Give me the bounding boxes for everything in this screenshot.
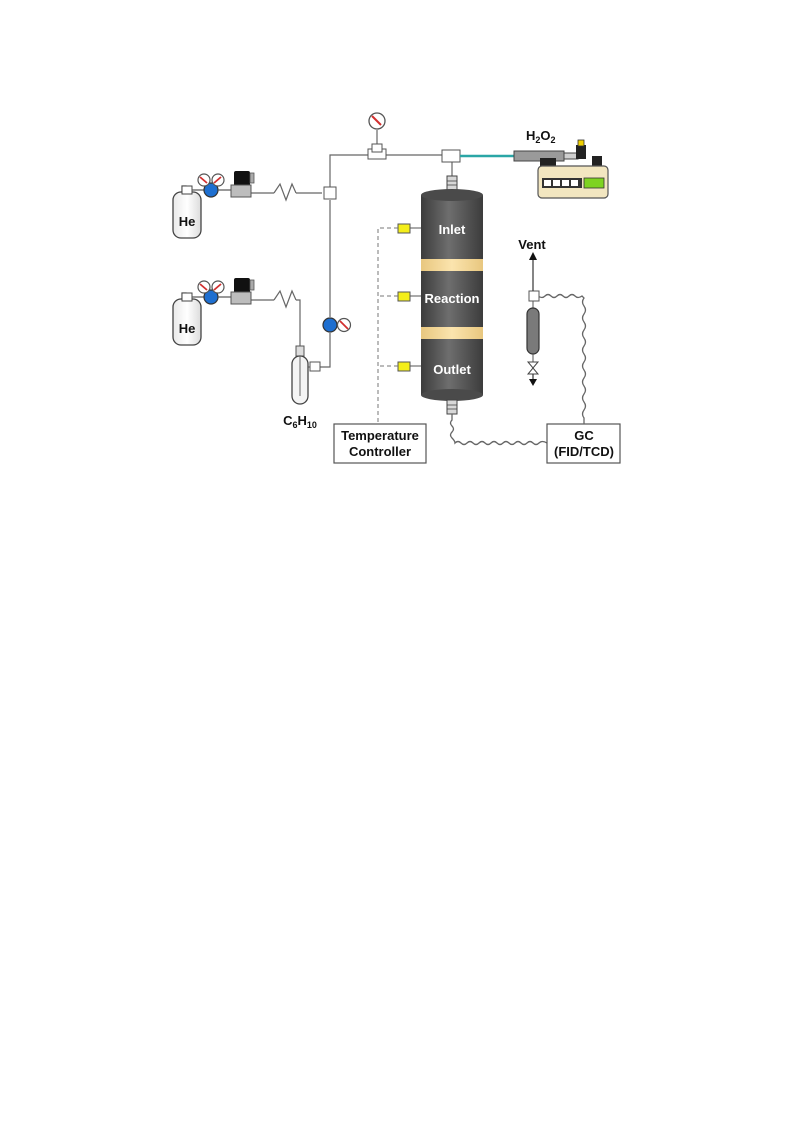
piping [250,130,453,368]
vent-label: Vent [518,237,546,252]
reactor-reaction-label: Reaction [425,291,480,306]
temperature-controller: Temperature Controller [333,423,427,464]
helium-label-1: He [179,214,196,229]
gc-vent-line [537,293,587,424]
cyclohexene-label: C6H10 [283,413,317,430]
pressure-gauge-top [368,112,386,130]
he2-line [250,299,301,347]
h2o2-label: H2O2 [526,128,556,145]
cyclohexene-saturator [291,345,321,405]
thermocouple-inlet [397,223,421,234]
gc-label-line2: (FID/TCD) [554,444,614,459]
gc-analyzer: GC (FID/TCD) [546,423,621,464]
tee-fitting-1 [323,186,337,200]
reactor-outlet-label: Outlet [433,362,471,377]
check-valve-2 [273,289,297,309]
thermocouple-outlet [397,361,421,372]
pressure-gauge-main [322,317,352,333]
mass-flow-controller-2 [218,278,255,305]
helium-cylinder-1: He [172,185,202,239]
vent-trap [526,252,540,386]
main-header-line [329,154,442,190]
mass-flow-controller-1 [218,171,255,198]
tee-fitting-h2o2 [441,149,461,163]
thermocouple-wiring [377,227,398,424]
check-valve-1 [273,182,297,202]
gc-label-line1: GC [574,428,594,443]
syringe-pump [513,139,609,199]
reactor-inlet-label: Inlet [439,222,466,237]
helium-cylinder-2: He [172,292,202,346]
saturator-to-main-line [320,333,331,368]
reactor [421,175,483,415]
temperature-controller-line2: Controller [349,444,411,459]
temperature-controller-line1: Temperature [341,428,419,443]
heated-transfer-line-to-gc [449,414,548,446]
tee-fitting-top-mid [371,143,383,153]
thermocouple-reaction [397,291,421,302]
helium-label-2: He [179,321,196,336]
